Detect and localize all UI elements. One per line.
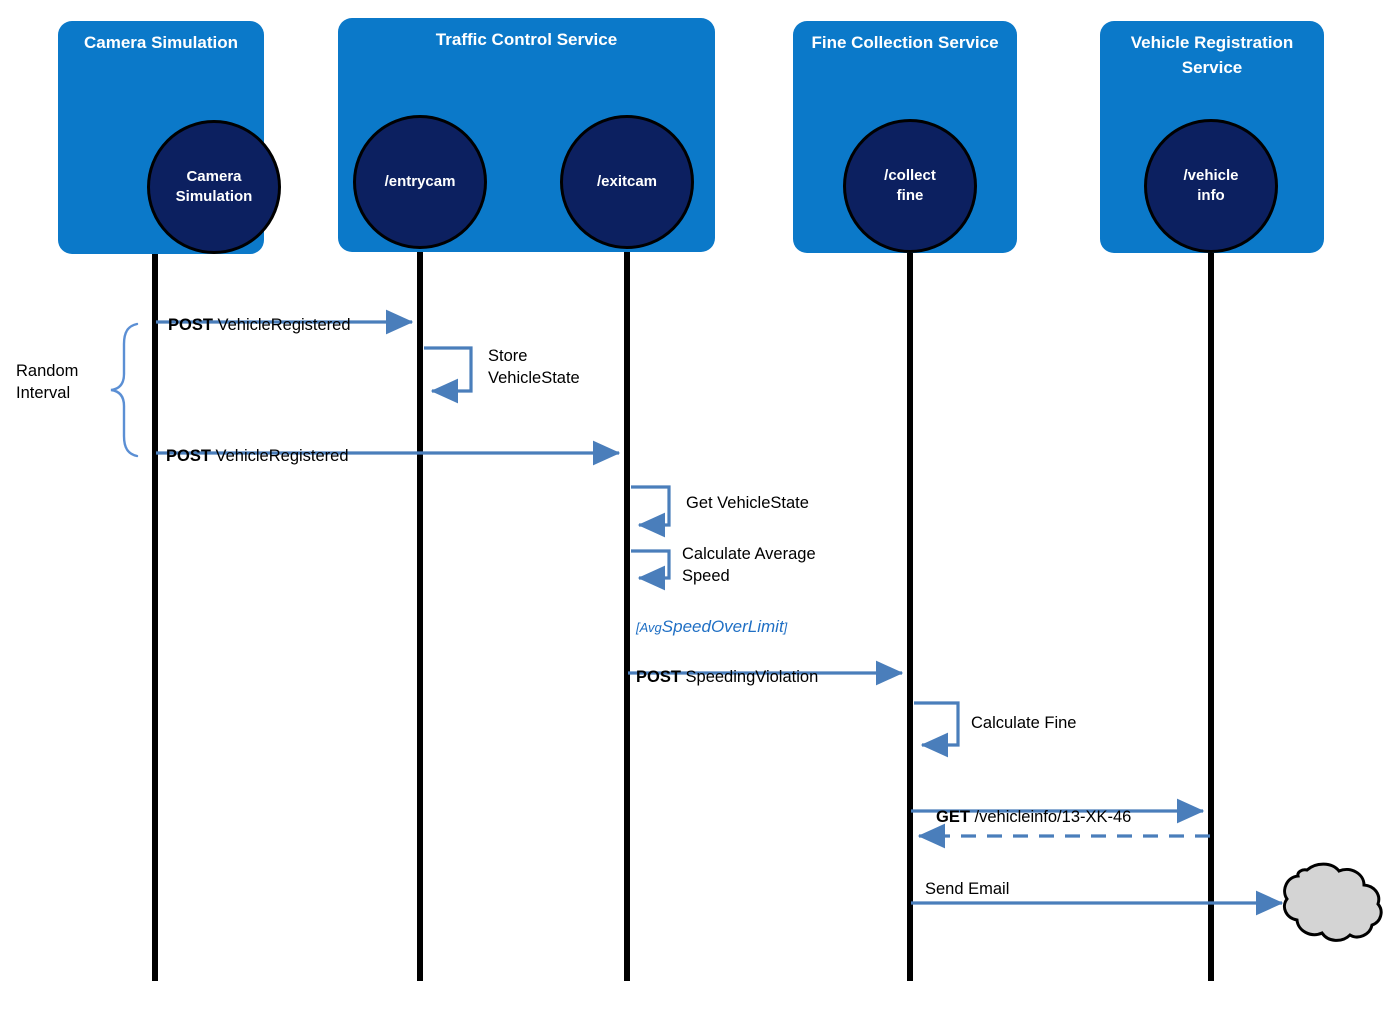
random-interval-brace [110,322,139,458]
lifelines [152,232,1214,981]
participant-traffic-control-service[interactable]: Traffic Control Service /entrycam /exitc… [338,18,715,252]
message-text: /vehicleinfo/13-XK-46 [969,808,1132,827]
entrycam-endpoint[interactable]: /entrycam [353,115,487,249]
participant-vehicle-registration-service[interactable]: Vehicle Registration Service /vehicle in… [1100,21,1324,253]
message-label-send-email: Send Email [925,880,1010,898]
collectfine-endpoint[interactable]: /collect fine [843,119,977,253]
participant-title: Vehicle Registration Service [1130,33,1294,77]
message-label-store-vehiclestate: Store VehicleState [488,347,580,388]
arrow-get-vehiclestate [631,485,671,538]
message-text: SpeedingViolation [680,668,819,687]
guard-open: [Avg [636,620,662,635]
message-label-post-vehicleregistered-entry: POST VehicleRegistered [168,292,351,337]
random-interval-label: Random Interval [16,362,79,403]
http-verb: POST [168,316,213,335]
vehicleinfo-endpoint[interactable]: /vehicle info [1144,119,1278,253]
arrow-calculate-fine [914,701,960,758]
message-text: VehicleRegistered [210,447,349,466]
guard-expression: SpeedOverLimit [661,617,784,636]
guard-close: ] [783,620,788,635]
arrow-calculate-average-speed [631,549,671,591]
http-verb: POST [636,668,681,687]
participant-title: Traffic Control Service [435,30,618,49]
message-label-post-vehicleregistered-exit: POST VehicleRegistered [166,423,349,468]
participant-title: Camera Simulation [84,33,238,52]
exitcam-endpoint[interactable]: /exitcam [560,115,694,249]
camera-simulation-endpoint[interactable]: Camera Simulation [147,120,281,254]
participant-fine-collection-service[interactable]: Fine Collection Service /collect fine [793,21,1017,253]
http-verb: POST [166,447,211,466]
guard-condition-speedoverlimit: [AvgSpeedOverLimit] [636,617,787,637]
email-cloud-icon [1282,862,1383,942]
message-label-calculate-fine: Calculate Fine [971,714,1077,732]
message-label-get-vehicleinfo: GET /vehicleinfo/13-XK-46 [936,784,1131,829]
participant-camera-simulation[interactable]: Camera Simulation Camera Simulation [58,21,281,254]
arrow-store-vehiclestate [424,346,473,404]
message-label-post-speedingviolation: POST SpeedingViolation [636,644,818,689]
http-verb: GET [936,808,970,827]
message-label-calculate-average-speed: Calculate Average Speed [682,545,816,586]
participant-title: Fine Collection Service [811,33,999,52]
message-label-get-vehiclestate: Get VehicleState [686,494,809,512]
message-text: VehicleRegistered [212,316,351,335]
